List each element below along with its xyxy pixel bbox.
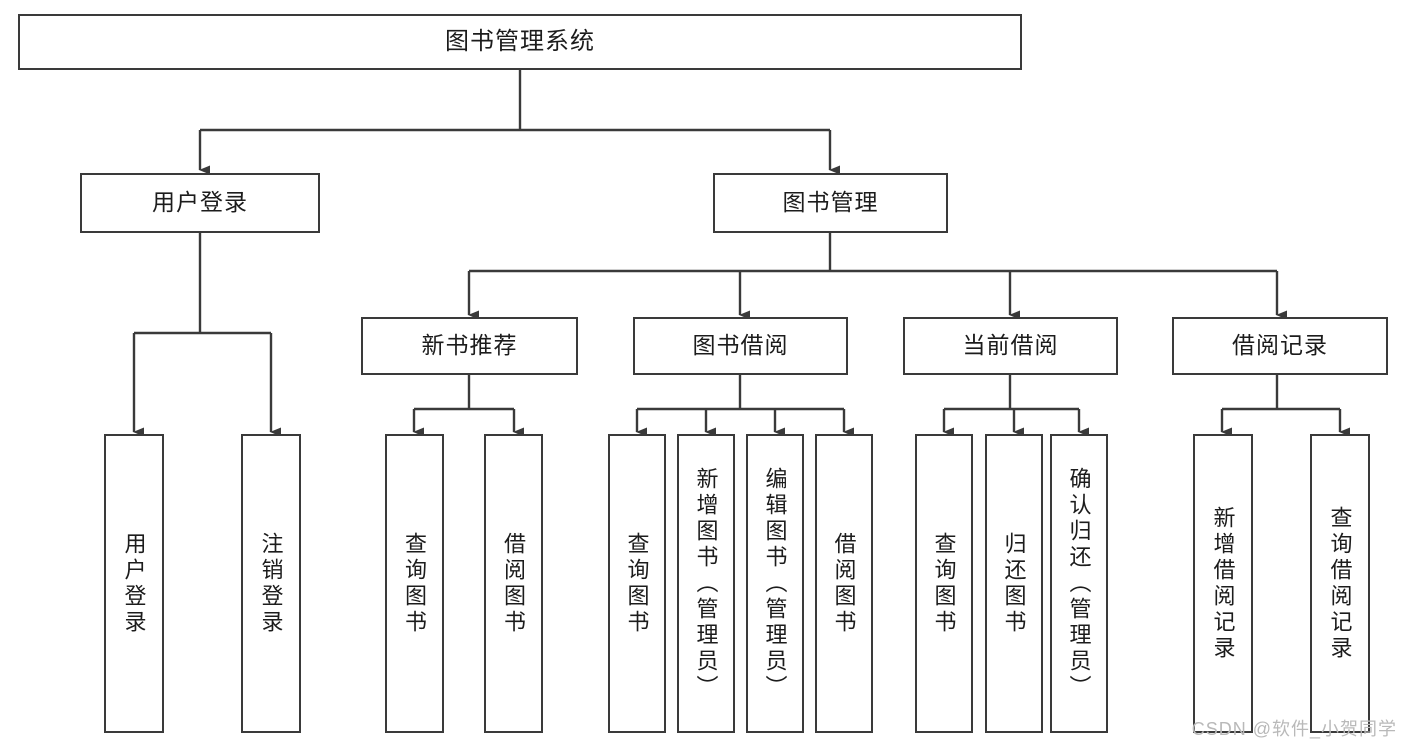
- leaf-query-book-borrow[interactable]: 查询图书: [608, 434, 666, 733]
- node-label: 借阅图书: [501, 531, 527, 636]
- node-label: 用户登录: [121, 531, 147, 636]
- leaf-confirm-return-admin[interactable]: 确认归还（管理员）: [1050, 434, 1108, 733]
- node-new-book-recommend[interactable]: 新书推荐: [361, 317, 578, 375]
- node-book-management[interactable]: 图书管理: [713, 173, 948, 233]
- node-label: 新书推荐: [421, 332, 518, 359]
- node-label: 查询图书: [624, 531, 650, 636]
- leaf-query-book-recommend[interactable]: 查询图书: [385, 434, 444, 733]
- node-label: 新增借阅记录: [1210, 505, 1236, 662]
- node-label: 确认归还（管理员）: [1066, 466, 1092, 701]
- node-label: 编辑图书（管理员）: [762, 466, 788, 701]
- node-book-borrow[interactable]: 图书借阅: [633, 317, 848, 375]
- leaf-user-login[interactable]: 用户登录: [104, 434, 164, 733]
- node-label: 借阅记录: [1232, 332, 1328, 359]
- node-label: 查询图书: [402, 531, 428, 636]
- leaf-add-book-admin[interactable]: 新增图书（管理员）: [677, 434, 735, 733]
- leaf-query-borrow-record[interactable]: 查询借阅记录: [1310, 434, 1370, 733]
- leaf-query-book-current[interactable]: 查询图书: [915, 434, 973, 733]
- node-label: 图书管理系统: [445, 27, 595, 55]
- leaf-edit-book-admin[interactable]: 编辑图书（管理员）: [746, 434, 804, 733]
- node-label: 归还图书: [1001, 531, 1027, 636]
- leaf-logout[interactable]: 注销登录: [241, 434, 301, 733]
- node-label: 用户登录: [152, 189, 248, 216]
- node-label: 当前借阅: [962, 332, 1059, 359]
- leaf-borrow-book[interactable]: 借阅图书: [815, 434, 873, 733]
- node-label: 借阅图书: [831, 531, 857, 636]
- node-label: 注销登录: [258, 531, 284, 636]
- leaf-return-book[interactable]: 归还图书: [985, 434, 1043, 733]
- node-label: 图书管理: [782, 189, 879, 216]
- node-borrow-record[interactable]: 借阅记录: [1172, 317, 1388, 375]
- node-label: 查询图书: [931, 531, 957, 636]
- node-user-login[interactable]: 用户登录: [80, 173, 320, 233]
- watermark-text: CSDN @软件_小贺同学: [1191, 719, 1397, 739]
- node-label: 新增图书（管理员）: [693, 466, 719, 701]
- node-current-borrow[interactable]: 当前借阅: [903, 317, 1118, 375]
- node-root-library-system[interactable]: 图书管理系统: [18, 14, 1022, 70]
- leaf-add-borrow-record[interactable]: 新增借阅记录: [1193, 434, 1253, 733]
- leaf-borrow-book-recommend[interactable]: 借阅图书: [484, 434, 543, 733]
- node-label: 图书借阅: [692, 332, 789, 359]
- node-label: 查询借阅记录: [1327, 505, 1353, 662]
